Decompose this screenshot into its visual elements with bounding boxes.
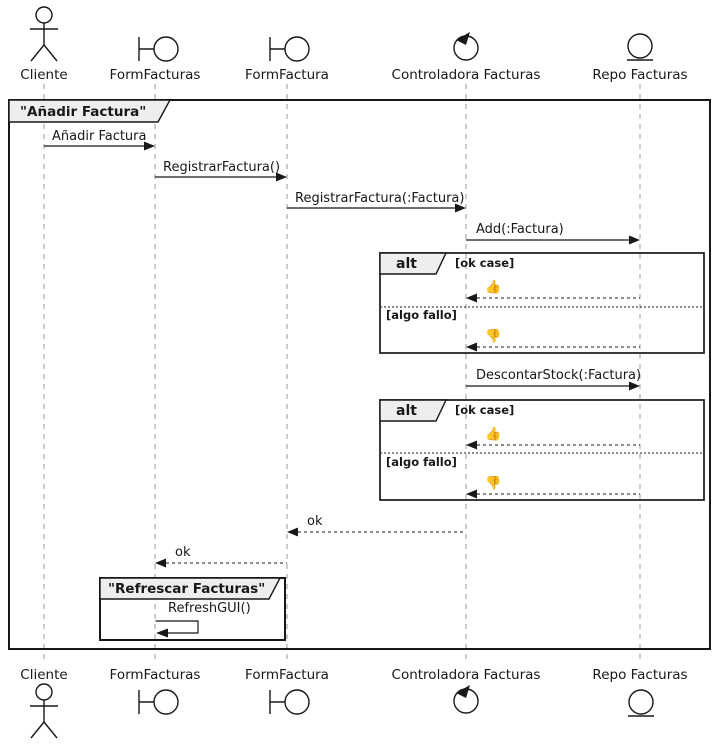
arrowhead-left [466,440,477,450]
actor-body [30,23,58,62]
actor-head [35,683,53,701]
self-message-refreshgui: RefreshGUI() [155,601,251,638]
participant-label-cliente-top: Cliente [20,67,67,83]
alt2-guard-ok: [ok case] [455,403,514,417]
alt1-guard-ok: [ok case] [455,256,514,270]
alt-frame-1: alt [ok case] 👍 [algo fallo] 👎 [379,252,705,354]
alt1-guard-fail: [algo fallo] [386,308,457,322]
boundary-circle [284,36,310,62]
message-registrar-factura-param: RegistrarFactura(:Factura) [287,191,466,213]
actor-head [35,6,53,24]
control-arrow [456,685,470,698]
alt2-guard-fail: [algo fallo] [386,455,457,469]
arrowhead-right [144,141,155,151]
return-ok-to-formfacturas: ok [155,545,287,568]
participant-label-repo-top: Repo Facturas [592,67,687,83]
participant-label-formfacturas-bottom: FormFacturas [110,667,201,683]
alt-frame-2: alt [ok case] 👍 [algo fallo] 👎 [379,399,705,501]
return-label-thumbs-up: 👍 [485,426,501,442]
return-descontar-ok: 👍 [466,426,640,450]
arrowhead-right [629,235,640,245]
return-label: ok [175,545,191,560]
boundary-icon-formfactura-top [269,36,310,62]
participant-label-repo-bottom: Repo Facturas [592,667,687,683]
message-label: Añadir Factura [52,129,147,144]
return-label-thumbs-down: 👎 [485,328,501,344]
alt-operator-label: alt [396,403,417,419]
boundary-bar [138,690,154,714]
control-arrow [456,32,470,45]
participant-label-cliente-bottom: Cliente [20,667,67,683]
frame-refrescar-facturas: "Refrescar Facturas" RefreshGUI() [99,577,286,641]
alt-operator-tab [379,252,448,275]
participant-label-formfactura-bottom: FormFactura [245,667,329,683]
entity-icon-repo-bottom [628,689,654,717]
arrowhead-left [287,527,298,537]
arrowhead-left [466,293,477,303]
control-icon-controladora-bottom [453,685,479,714]
arrowhead-left [466,342,477,352]
participant-label-formfacturas-top: FormFacturas [110,67,201,83]
arrowhead-left [156,628,168,638]
participant-label-controladora-top: Controladora Facturas [392,67,541,83]
arrowhead-right [629,381,640,391]
frame-refrescar-title: "Refrescar Facturas" [108,581,265,597]
boundary-circle [153,689,179,715]
message-label: Add(:Factura) [476,222,564,237]
actor-body [30,700,58,739]
return-label: ok [307,514,323,529]
return-label-thumbs-up: 👍 [485,279,501,295]
entity-circle [628,689,654,715]
alt-operator-label: alt [396,256,417,272]
boundary-icon-formfacturas-top [138,36,179,62]
lifelines [43,84,641,663]
participant-label-formfactura-top: FormFactura [245,67,329,83]
message-anadir-factura: Añadir Factura [44,129,155,151]
frame-anadir-tab [8,99,172,123]
actor-icon-cliente-top [30,6,58,62]
boundary-circle [284,689,310,715]
self-message-loop [155,620,199,634]
message-descontar-stock: DescontarStock(:Factura) [466,368,641,391]
return-add-ok: 👍 [466,279,640,303]
alt-operator-tab [379,399,448,422]
boundary-bar [138,37,154,61]
entity-icon-repo-top [627,33,653,61]
arrowhead-left [155,558,166,568]
actor-icon-cliente-bottom [30,683,58,739]
entity-circle [627,33,653,59]
arrowhead-right [455,203,466,213]
message-label: RegistrarFactura() [163,160,280,175]
message-add-factura: Add(:Factura) [466,222,640,245]
alt-frame-border [379,399,705,501]
boundary-bar [269,690,285,714]
frame-refrescar-tab [99,577,282,600]
frame-anadir-title: "Añadir Factura" [20,104,146,120]
return-ok-to-formfactura: ok [287,514,466,537]
message-label: RegistrarFactura(:Factura) [295,191,464,206]
arrowhead-right [276,172,287,182]
arrowhead-left [466,489,477,499]
boundary-icon-formfacturas-bottom [138,689,179,715]
boundary-bar [269,37,285,61]
return-descontar-fail: 👎 [466,475,640,499]
return-add-fail: 👎 [466,328,640,352]
message-registrar-factura-void: RegistrarFactura() [155,160,287,182]
participant-label-controladora-bottom: Controladora Facturas [392,667,541,683]
frame-anadir-factura [8,99,711,650]
boundary-circle [153,36,179,62]
message-label: RefreshGUI() [168,601,251,616]
boundary-icon-formfactura-bottom [269,689,310,715]
alt-frame-border [379,252,705,354]
message-label: DescontarStock(:Factura) [476,368,641,383]
control-icon-controladora-top [453,32,479,61]
return-label-thumbs-down: 👎 [485,475,501,491]
